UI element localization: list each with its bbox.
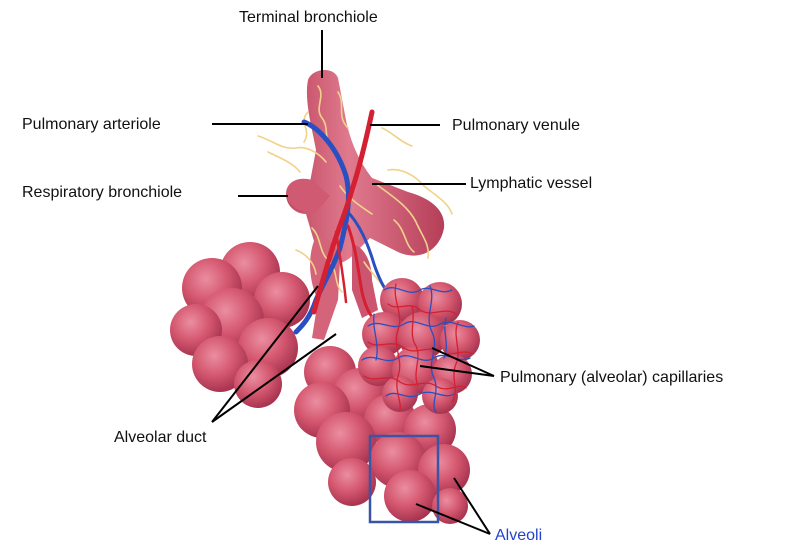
label-lymphatic-vessel: Lymphatic vessel	[470, 174, 592, 194]
label-terminal-bronchiole: Terminal bronchiole	[239, 8, 378, 28]
label-pulmonary-capillaries: Pulmonary (alveolar) capillaries	[500, 368, 723, 388]
terminal-bronchiole-tube	[286, 70, 444, 264]
label-respiratory-bronchiole: Respiratory bronchiole	[22, 183, 182, 203]
left-alveolar-sac	[170, 242, 310, 408]
label-alveoli: Alveoli	[495, 526, 542, 546]
label-pulmonary-arteriole: Pulmonary arteriole	[22, 115, 161, 135]
label-pulmonary-venule: Pulmonary venule	[452, 116, 580, 136]
lower-bronchiole-branch	[310, 236, 340, 340]
label-alveolar-duct: Alveolar duct	[114, 428, 207, 448]
